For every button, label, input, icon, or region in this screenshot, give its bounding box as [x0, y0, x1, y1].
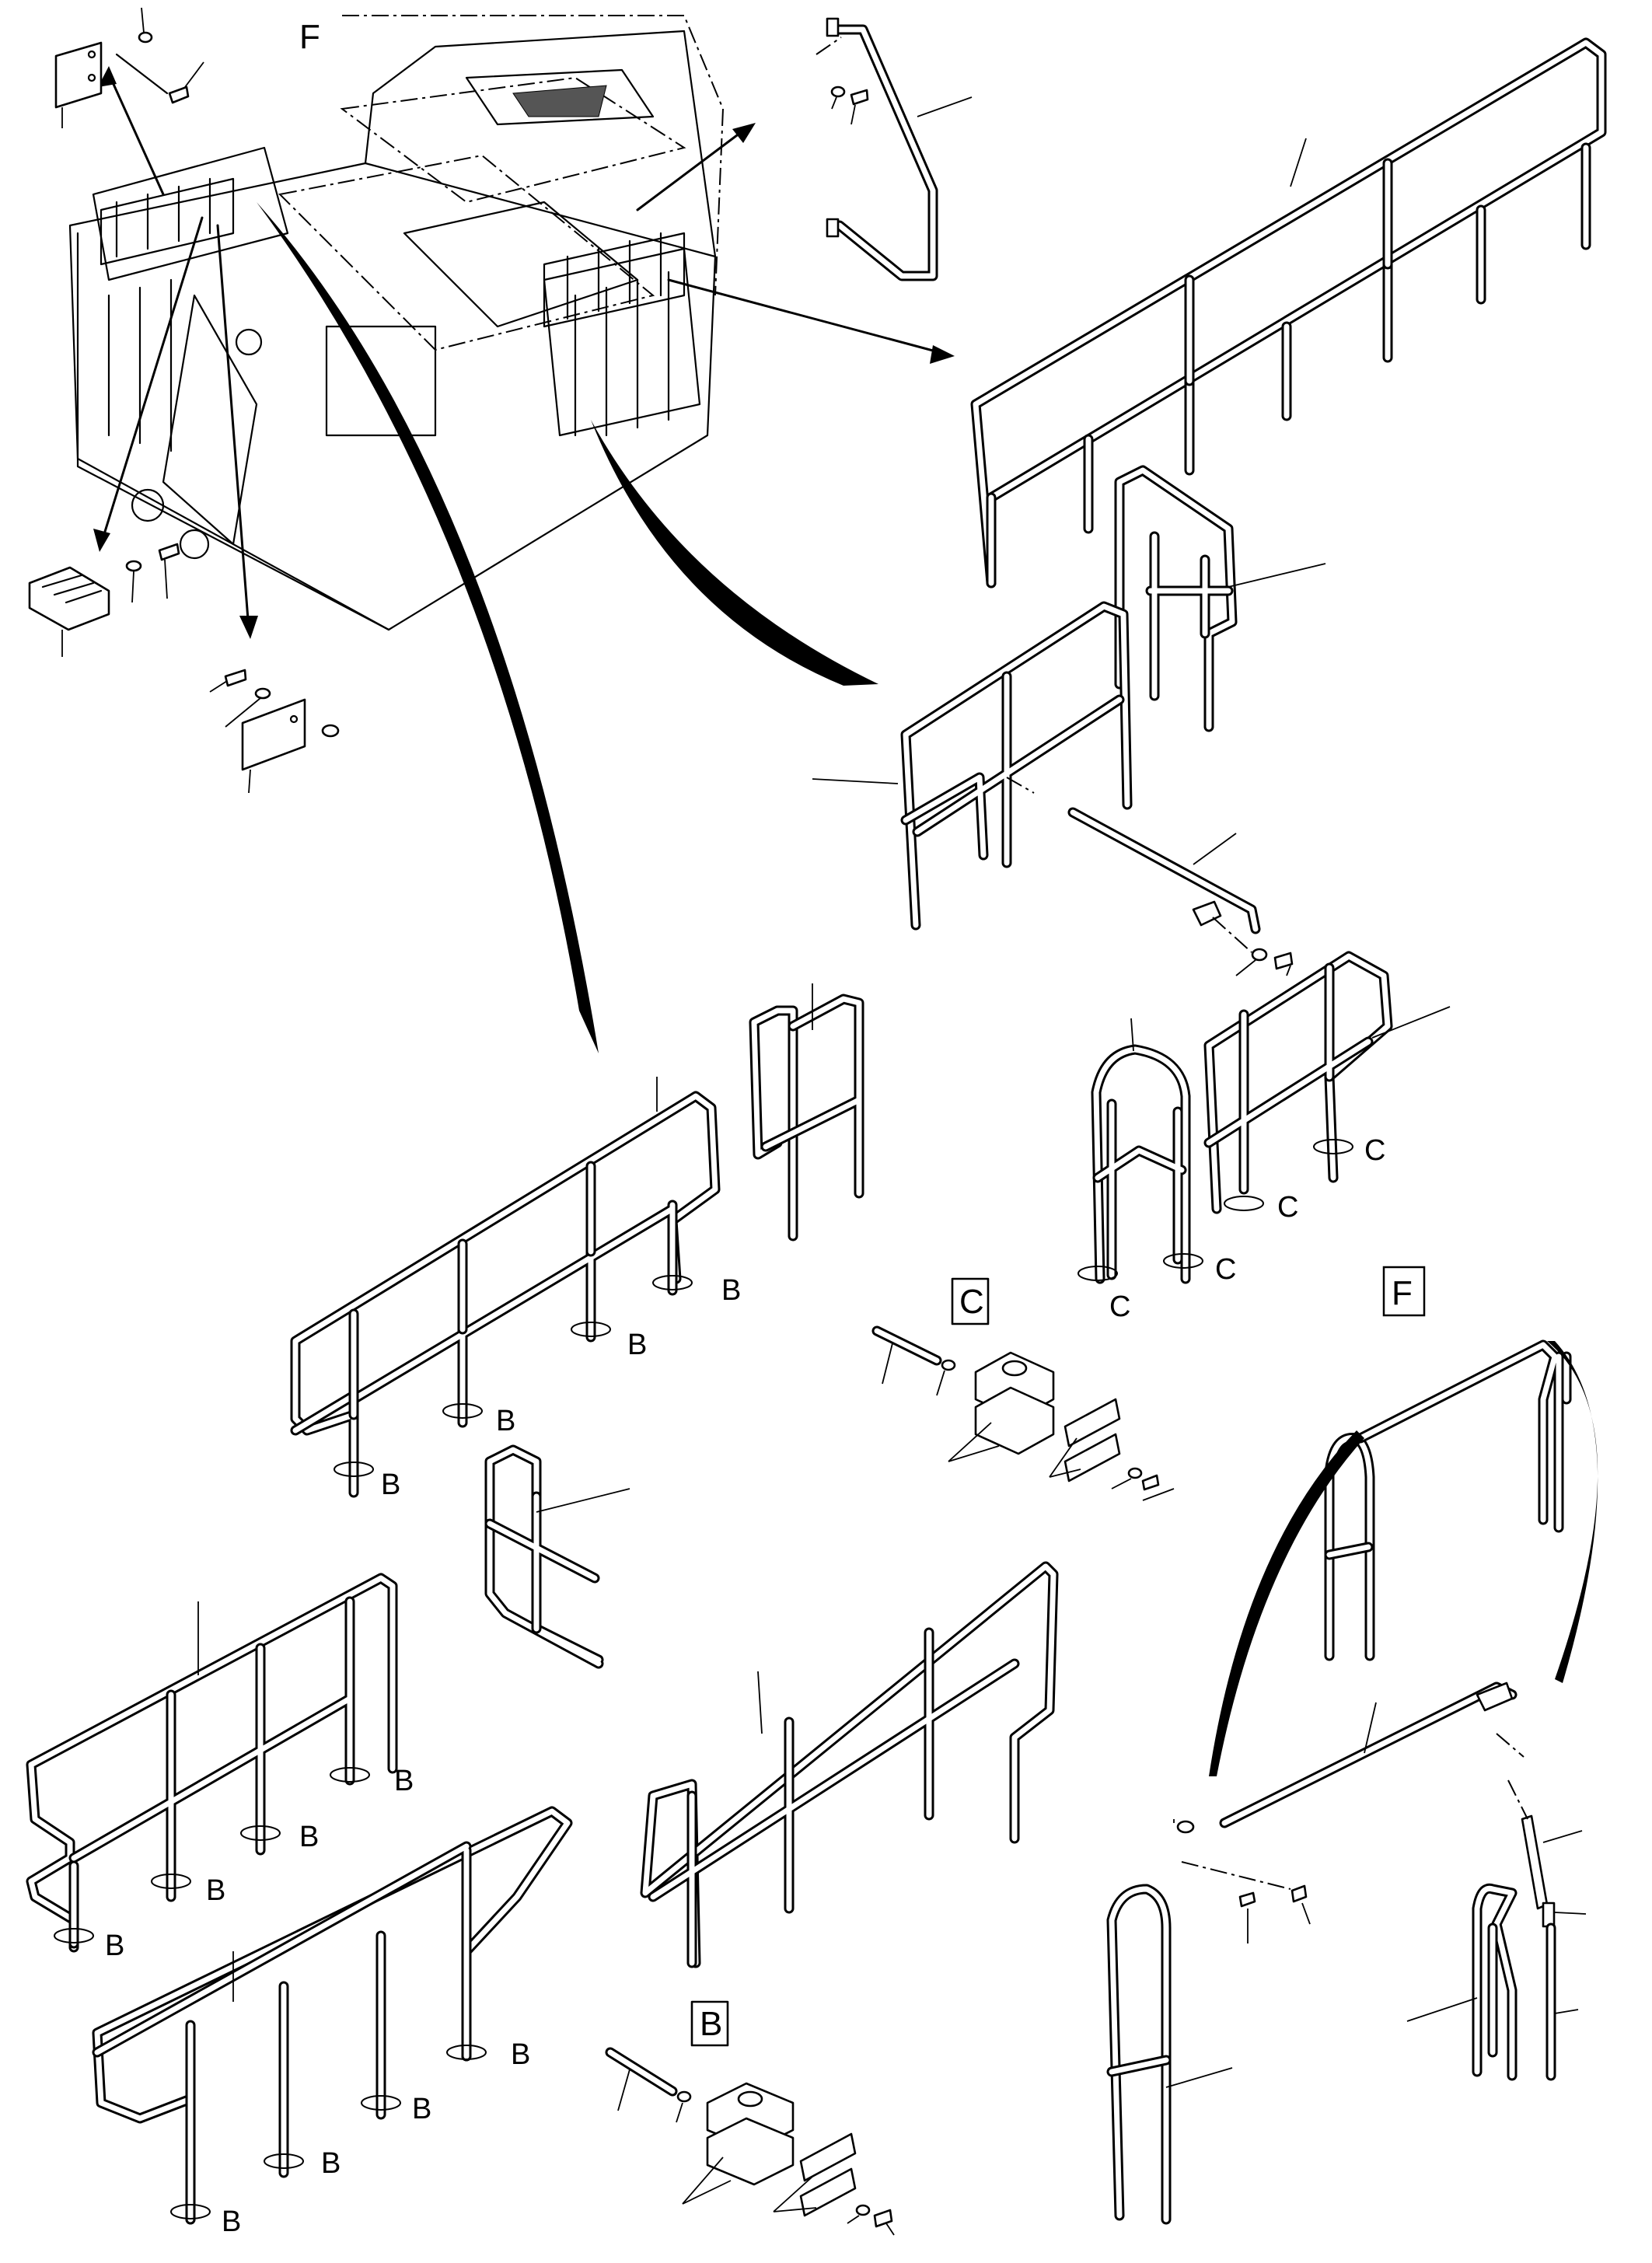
detail-label-f: F	[1392, 1274, 1413, 1312]
callout-c: C	[1277, 1191, 1298, 1224]
machine-overview	[68, 15, 725, 631]
marker-f-top: F	[299, 18, 320, 56]
detail-label-b: B	[700, 2005, 722, 2043]
overview-arrows	[93, 66, 955, 1053]
callout-labels: B B B B B B B B B B B B C C C C	[105, 1134, 1385, 2238]
clamp-assembly-c: C	[871, 1277, 1175, 1501]
rail-long-mid	[640, 1561, 1059, 1968]
gate-rail-small	[1114, 465, 1326, 732]
callout-b: B	[627, 1329, 647, 1361]
rail-long-b	[290, 1077, 721, 1498]
callout-c: C	[1215, 1253, 1236, 1286]
long-handrail-top	[970, 37, 1607, 588]
callout-b: B	[105, 1929, 124, 1962]
step-block	[28, 543, 180, 657]
detail-f-box	[1382, 1266, 1426, 1317]
hinge-pin	[1067, 807, 1294, 976]
gate-rail-large	[812, 601, 1133, 931]
rail-zigzag-b	[26, 1573, 398, 1953]
callout-b: B	[721, 1274, 741, 1307]
fold-handrail	[816, 17, 973, 281]
bracket-plate-lower	[209, 669, 340, 794]
callout-b: B	[222, 2205, 241, 2238]
clamp-assembly-b: B	[605, 2000, 895, 2236]
callout-c: C	[1109, 1290, 1130, 1323]
rail-angled-c	[1203, 951, 1451, 1214]
callout-b: B	[299, 1821, 319, 1853]
callout-b: B	[381, 1469, 400, 1501]
gate-assembly-f	[1106, 1339, 1598, 2225]
bracket-plate-top	[54, 7, 204, 128]
callout-b: B	[412, 2093, 431, 2125]
callout-b: B	[206, 1874, 225, 1907]
rail-loop-c	[1077, 1018, 1203, 1284]
callout-b: B	[321, 2147, 341, 2180]
callout-c: C	[1364, 1134, 1385, 1167]
detail-label-c: C	[959, 1283, 984, 1321]
callout-b: B	[496, 1405, 515, 1437]
callout-b: B	[511, 2038, 530, 2071]
callout-b: B	[394, 1765, 414, 1797]
rail-ladder	[484, 1444, 630, 1669]
rail-short-upright	[749, 983, 864, 1242]
rail-swept-b	[92, 1806, 573, 2225]
